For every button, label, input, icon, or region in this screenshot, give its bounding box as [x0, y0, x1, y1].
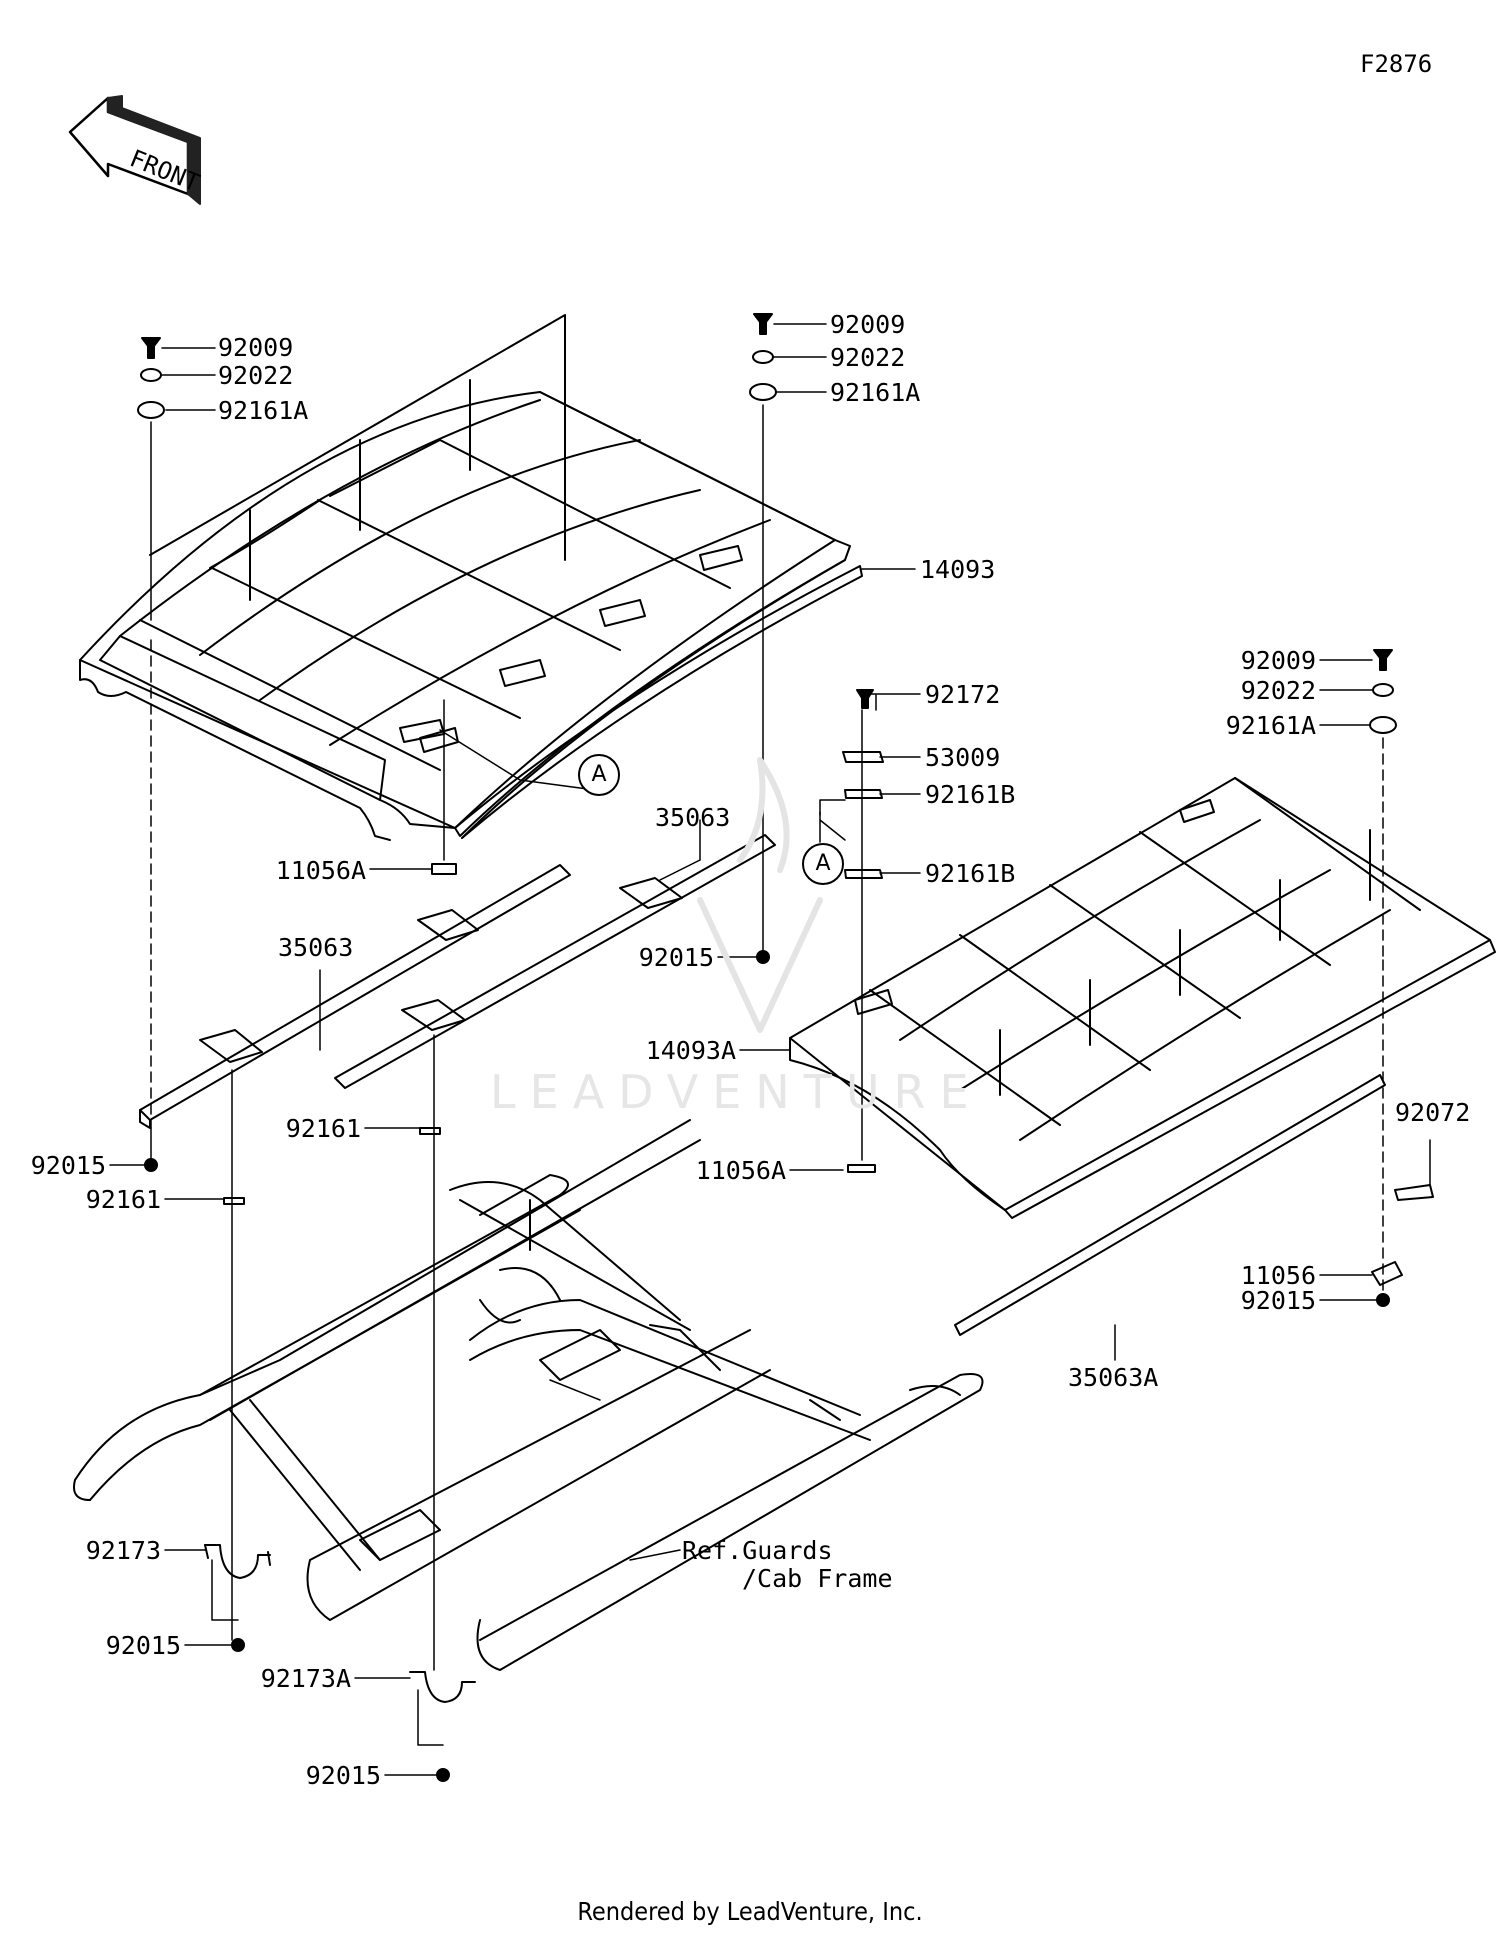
- part-label-11056: 11056: [1240, 1261, 1316, 1290]
- part-label-14093: 14093: [920, 555, 996, 584]
- part-label-92173A: 92173A: [260, 1664, 351, 1693]
- part-label-92161: 92161: [85, 1185, 161, 1214]
- part-label-14093A: 14093A: [645, 1036, 736, 1065]
- part-label-92161B: 92161B: [925, 780, 1016, 809]
- part-label-53009: 53009: [925, 743, 1001, 772]
- part-label-92015: 92015: [105, 1631, 181, 1660]
- part-label-92161A: 92161A: [830, 378, 921, 407]
- ref-cab-frame-label: /Cab Frame: [742, 1564, 893, 1593]
- footer-credit: Rendered by LeadVenture, Inc.: [577, 1897, 923, 1926]
- part-label-92161B: 92161B: [925, 859, 1016, 888]
- cross-bar-front: [139, 864, 571, 1129]
- front-arrow-icon: FRONT: [68, 95, 203, 205]
- diagram-id: F2876: [1360, 50, 1433, 78]
- ref-circle-a: A: [578, 754, 620, 796]
- part-label-92072: 92072: [1395, 1098, 1471, 1127]
- part-label-92015: 92015: [305, 1761, 381, 1790]
- part-label-92009: 92009: [218, 333, 294, 362]
- watermark-logo-icon: [697, 757, 823, 1033]
- clamp-92173: [204, 1544, 271, 1579]
- part-label-92009: 92009: [1240, 646, 1316, 675]
- part-label-92172: 92172: [925, 680, 1001, 709]
- part-label-11056A: 11056A: [695, 1156, 786, 1185]
- bolt-icon: [141, 313, 1393, 709]
- part-label-92015: 92015: [1240, 1286, 1316, 1315]
- part-label-92009: 92009: [830, 310, 906, 339]
- part-label-92022: 92022: [830, 343, 906, 372]
- part-label-35063A: 35063A: [1068, 1363, 1159, 1392]
- part-label-92015: 92015: [30, 1151, 106, 1180]
- roof-panel-front: [79, 314, 863, 841]
- part-label-92022: 92022: [218, 361, 294, 390]
- cross-bar-middle: [334, 834, 776, 1089]
- part-label-35063: 35063: [278, 933, 354, 962]
- cab-frame: [73, 1119, 984, 1671]
- part-label-92022: 92022: [1240, 676, 1316, 705]
- cross-bar-rear: [954, 1074, 1386, 1336]
- ref-guards-label: Ref.Guards: [682, 1536, 833, 1565]
- leader-lines: [109, 323, 1431, 1776]
- roof-panel-rear: [789, 777, 1496, 1219]
- clamp-92173A: [409, 1671, 476, 1703]
- ref-circle-a: A: [802, 843, 844, 885]
- part-label-92161A: 92161A: [1225, 711, 1316, 740]
- part-label-92161A: 92161A: [218, 396, 309, 425]
- part-label-11056A: 11056A: [275, 856, 366, 885]
- part-label-92173: 92173: [85, 1536, 161, 1565]
- part-label-35063: 35063: [655, 803, 731, 832]
- watermark-text: LEADVENTURE: [490, 1065, 983, 1119]
- part-label-92015: 92015: [638, 943, 714, 972]
- washer-icon: [137, 350, 1397, 734]
- part-label-92161: 92161: [285, 1114, 361, 1143]
